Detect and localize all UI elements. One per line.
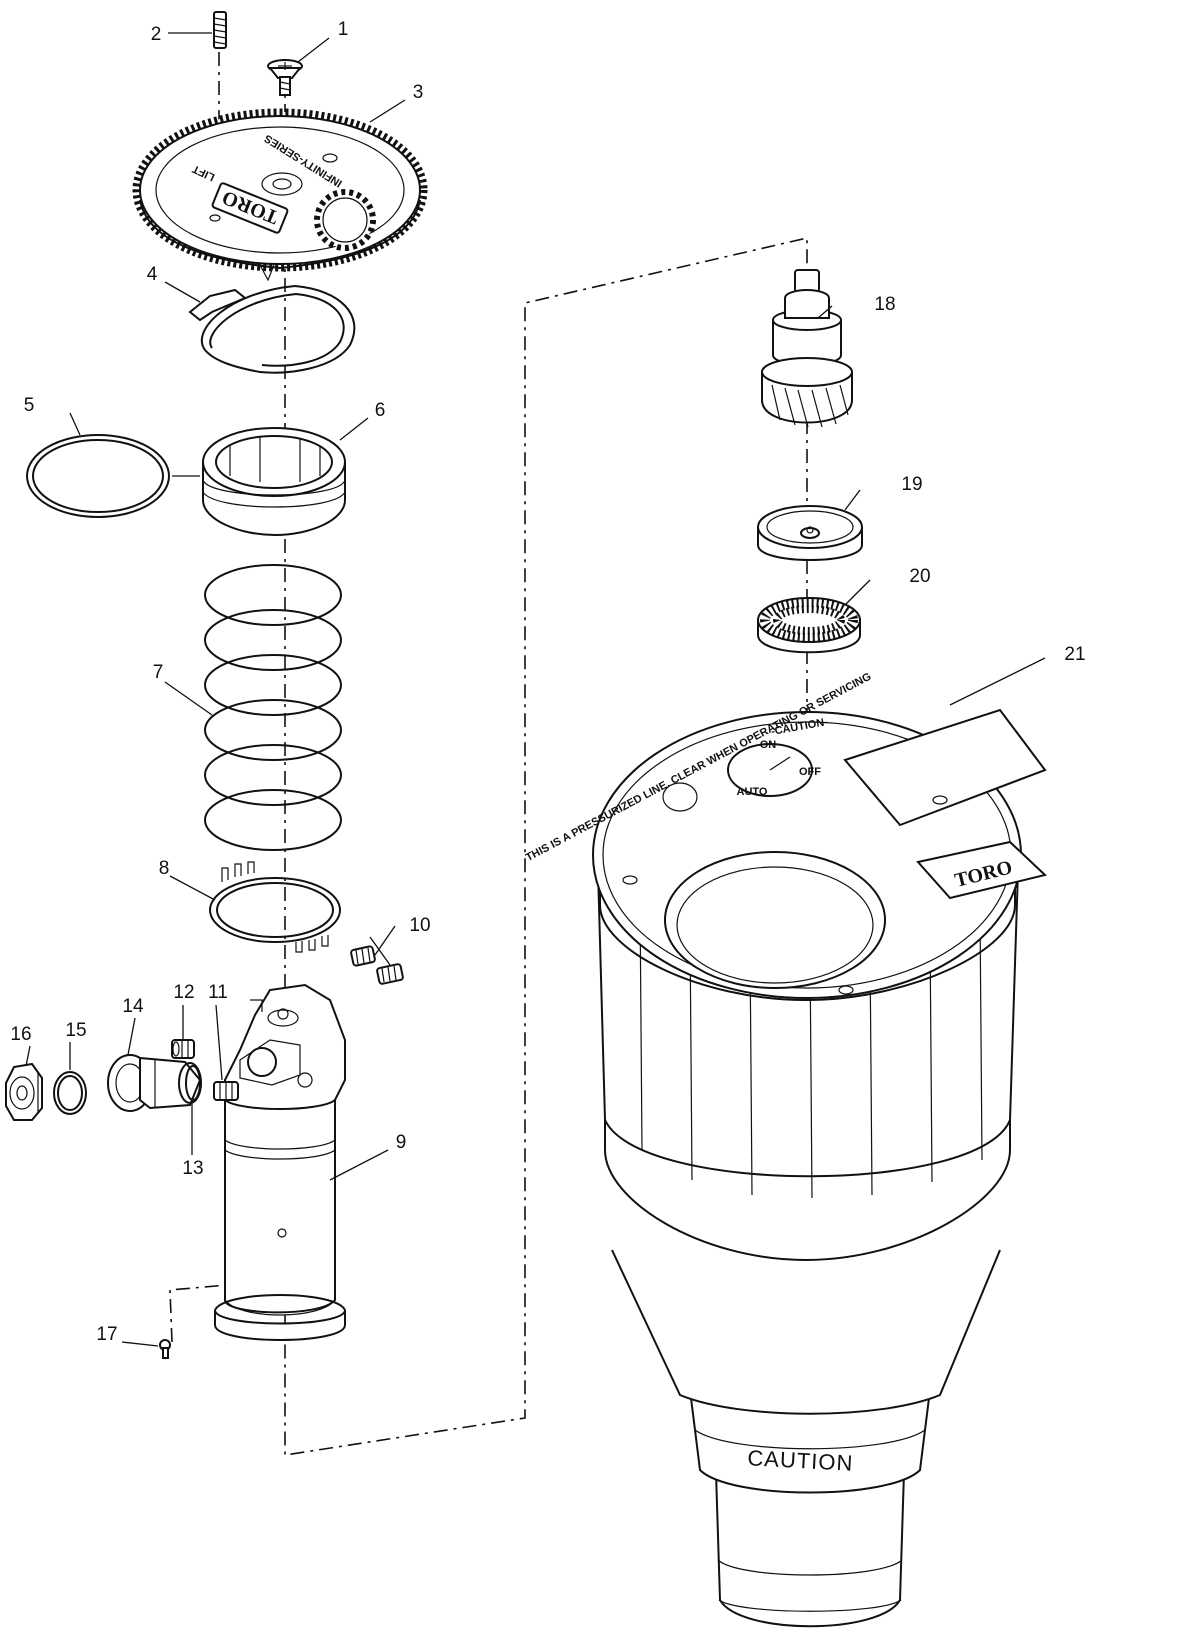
part-5-o-ring [26,434,170,518]
case-caution-text: CAUTION [747,1445,854,1476]
part-8-snap-ring [209,861,341,953]
callout-10: 10 [409,915,430,936]
part-1-screw [267,59,303,96]
callout-8: 8 [159,858,170,879]
part-20-screen [757,597,861,654]
part-17-screw [159,1339,171,1359]
part-16-plug [5,1062,43,1121]
part-9-housing [214,983,346,1341]
callout-18: 18 [874,294,895,315]
part-14-swivel-nut [107,1054,202,1112]
selector-on-text: ON [760,739,777,751]
callout-3: 3 [413,82,424,103]
part-21-case: CAUTION TORO ON OFF AUTO -CAUTION- THIS … [524,671,1048,1628]
callout-12: 12 [173,982,194,1003]
part-18-rotor-assembly [761,269,853,428]
part-3-gear-plate: TORO INFINITY-SERIES LIFT [132,108,428,282]
callout-6: 6 [375,400,386,421]
callout-numbers: 1 2 3 4 5 6 7 8 9 10 11 12 13 14 15 16 1… [10,19,1085,1345]
callout-2: 2 [151,24,162,45]
selector-auto-text: AUTO [737,786,768,798]
callout-11: 11 [208,982,228,1003]
callout-4: 4 [147,264,158,285]
callout-9: 9 [396,1132,407,1153]
callout-14: 14 [122,996,144,1017]
callout-16: 16 [10,1024,31,1045]
callout-17: 17 [96,1324,117,1345]
part-13-o-ring [185,1065,201,1101]
part-19-nozzle-base [757,505,863,561]
part-7-spring [204,564,342,851]
part-12-fitting [171,1039,195,1059]
callout-7: 7 [153,662,164,683]
callout-21: 21 [1064,644,1085,665]
part-6-retainer-ring [202,427,346,537]
callout-19: 19 [901,474,922,495]
part-15-o-ring [53,1071,87,1115]
part-4-clip-ring [188,284,356,374]
callout-20: 20 [909,566,930,587]
callout-5: 5 [24,395,35,416]
part-11-nipple [213,1081,239,1101]
leader-lines [25,32,1046,1347]
part-10-pipe-plugs [350,945,404,985]
selector-off-text: OFF [799,766,821,778]
callout-13: 13 [182,1158,203,1179]
part-2-set-screw [213,11,227,49]
callout-15: 15 [65,1020,86,1041]
callout-1: 1 [338,19,349,40]
